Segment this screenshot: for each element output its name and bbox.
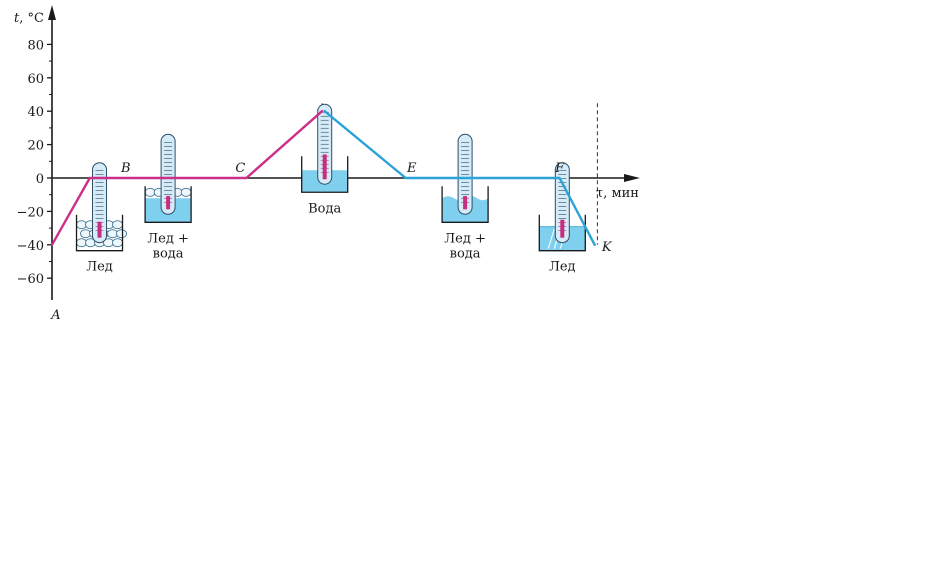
beaker-illustration: Лед +вода [441, 133, 489, 261]
y-tick-label: −60 [17, 272, 44, 287]
point-label: K [601, 240, 613, 255]
point-labels: A B C E F K [50, 161, 613, 323]
y-tick-label: 80 [27, 38, 44, 53]
series-line [323, 110, 596, 246]
beaker-outline [75, 214, 124, 252]
series-line [50, 110, 324, 246]
thermometer-column [560, 219, 565, 238]
beaker-outline [441, 186, 489, 223]
ice-piece [76, 238, 87, 248]
beaker-illustration: Вода [301, 103, 349, 216]
illustration-caption: вода [153, 246, 184, 261]
ice-piece [180, 187, 192, 197]
y-tick-label: 60 [27, 72, 44, 87]
beaker-outline [301, 156, 349, 193]
y-axis-unit: , °C [19, 11, 44, 26]
y-axis-symbol: t [14, 11, 20, 26]
beaker-outline [144, 186, 192, 223]
x-axis-title: τ, мин [596, 186, 639, 201]
thermometer-column [463, 196, 468, 210]
point-label: C [235, 161, 245, 176]
y-axis-arrow [48, 5, 56, 20]
ice-piece [144, 187, 156, 197]
thermometer-column [97, 221, 102, 238]
point-label: F [554, 161, 565, 176]
beaker-outline [538, 214, 586, 252]
ice-piece [107, 229, 118, 239]
y-tick-label: 40 [27, 105, 44, 120]
thermometer-column [166, 196, 171, 210]
y-axis-ticks: −60 −40 −20 0 20 40 60 80 [17, 38, 52, 287]
illustration-caption: Вода [308, 201, 341, 216]
ice-piece [116, 229, 127, 239]
thermometer-column [322, 154, 327, 180]
y-tick-label: 0 [36, 172, 44, 187]
beaker-illustration: Лед [75, 162, 127, 275]
ice-piece [112, 238, 123, 248]
ice-piece [76, 220, 87, 230]
y-tick-label: −40 [17, 239, 44, 254]
point-label: B [120, 161, 131, 176]
ice-piece [80, 229, 91, 239]
point-label: E [406, 161, 417, 176]
illustration-caption: вода [450, 246, 481, 261]
axes [48, 5, 640, 300]
beaker-illustration: Лед +вода [144, 133, 192, 261]
illustration-caption: Лед [86, 260, 113, 275]
y-tick-label: 20 [27, 139, 44, 154]
x-axis-arrow [624, 174, 640, 182]
illustration-caption: Лед + [444, 231, 486, 246]
beaker-illustration: Лед [538, 162, 586, 275]
point-label: A [50, 308, 60, 323]
illustration-caption: Лед + [147, 231, 189, 246]
y-tick-label: −20 [17, 205, 44, 220]
y-axis-title: t, °C [14, 11, 44, 26]
ice-piece [112, 220, 123, 230]
series-lines [50, 110, 596, 246]
illustration-caption: Лед [549, 260, 576, 275]
ice-streak [547, 228, 555, 249]
